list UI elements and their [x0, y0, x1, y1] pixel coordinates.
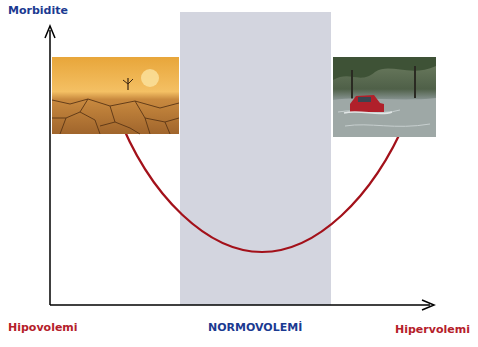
x-axis — [50, 304, 430, 306]
normovolemia-band — [180, 12, 331, 305]
band-label: NORMOVOLEMİ — [208, 321, 302, 334]
drought-photo — [52, 57, 179, 134]
flood-photo — [333, 57, 436, 137]
y-axis — [49, 30, 51, 305]
x-axis-label: Hipovolemi — [8, 321, 78, 334]
y-axis-label: Morbidite — [8, 4, 68, 17]
x-axis-label: Hipervolemi — [395, 323, 470, 336]
